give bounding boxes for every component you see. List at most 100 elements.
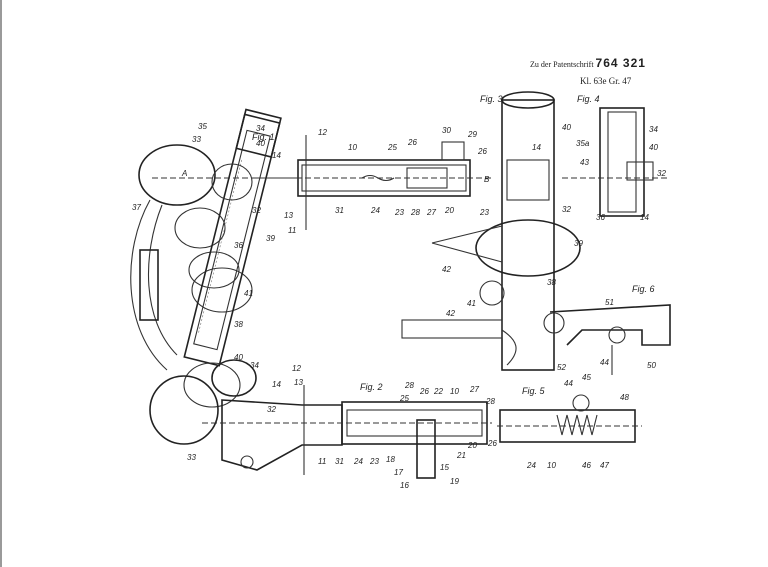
numeral: 50: [647, 361, 656, 370]
numeral: 14: [272, 151, 281, 160]
numeral: 40: [256, 139, 265, 148]
patent-class: Kl. 63e Gr. 47: [580, 76, 632, 86]
numeral: 45: [582, 373, 591, 382]
numeral: 34: [649, 125, 658, 134]
fig2-title: Fig. 2: [360, 382, 383, 392]
numeral: 25: [399, 394, 409, 403]
numeral: 32: [562, 205, 571, 214]
numeral: 38: [547, 278, 556, 287]
numeral: 41: [467, 299, 476, 308]
numeral: 47: [600, 461, 609, 470]
numeral: 32: [252, 206, 261, 215]
fig1-drawing: [130, 108, 492, 408]
numeral: 23: [394, 208, 404, 217]
numeral: 31: [335, 206, 344, 215]
numeral: 14: [272, 380, 281, 389]
numeral: 27: [426, 208, 436, 217]
numeral: 21: [456, 451, 466, 460]
fig2-drawing: [149, 359, 492, 479]
numeral: 28: [485, 397, 495, 406]
numeral: 36: [234, 241, 243, 250]
patent-header: Zu der Patentschrift 764 321: [530, 56, 646, 72]
numeral: 44: [600, 358, 609, 367]
numeral: 25: [387, 143, 397, 152]
numeral: 46: [582, 461, 591, 470]
numeral: 26: [419, 387, 429, 396]
numeral: 35a: [576, 139, 590, 148]
fig6-numerals: 51 44 50 52: [557, 298, 656, 372]
numeral: 35: [198, 122, 207, 131]
numeral: 29: [467, 130, 477, 139]
numeral: 34: [250, 361, 259, 370]
numeral: 16: [400, 481, 409, 490]
numeral: 13: [294, 378, 303, 387]
fig3-drawing: [401, 91, 581, 371]
fig5-numerals: 44 45 48 24 10 46 47: [526, 373, 629, 470]
numeral: 52: [557, 363, 566, 372]
fig3-title: Fig. 3: [480, 94, 503, 104]
numeral: 26: [477, 147, 487, 156]
numeral: 23: [369, 457, 379, 466]
numeral: 39: [574, 239, 583, 248]
numeral: 40: [562, 123, 571, 132]
numeral: 36: [596, 213, 605, 222]
numeral: 39: [266, 234, 275, 243]
numeral: 33: [187, 453, 196, 462]
section-mark-b: B: [484, 175, 490, 184]
numeral: 28: [410, 208, 420, 217]
fig4-drawing: [562, 107, 667, 217]
numeral: 14: [640, 213, 649, 222]
numeral: 14: [532, 143, 541, 152]
fig1-numerals: 35 34 33 14 40 12 10 25 26 30 29 26 37 3…: [132, 122, 489, 329]
numeral: 10: [450, 387, 459, 396]
numeral: 13: [284, 211, 293, 220]
numeral: 38: [234, 320, 243, 329]
numeral: 10: [348, 143, 357, 152]
numeral: 32: [267, 405, 276, 414]
numeral: 19: [450, 477, 459, 486]
numeral: 37: [132, 203, 141, 212]
numeral: 11: [288, 226, 296, 235]
numeral: 27: [469, 385, 479, 394]
fig6-drawing: [549, 304, 671, 375]
numeral: 33: [192, 135, 201, 144]
numeral: 23: [479, 208, 489, 217]
numeral: 42: [446, 309, 455, 318]
numeral: 10: [547, 461, 556, 470]
numeral: 44: [564, 379, 573, 388]
numeral: 12: [318, 128, 327, 137]
numeral: 41: [244, 289, 253, 298]
fig2-numerals: 40 34 12 13 14 32 33 11 31 24 23 18 17 1…: [187, 353, 497, 490]
numeral: 48: [620, 393, 629, 402]
fig5-drawing: [497, 394, 642, 443]
numeral: 20: [444, 206, 454, 215]
numeral: 43: [580, 158, 589, 167]
numeral: 28: [404, 381, 414, 390]
numeral: 20: [467, 441, 477, 450]
numeral: 24: [353, 457, 363, 466]
numeral: 18: [386, 455, 395, 464]
fig4-title: Fig. 4: [577, 94, 600, 104]
numeral: 22: [433, 387, 443, 396]
patent-number: 764 321: [595, 56, 646, 70]
fig1-title: Fig. 1: [252, 132, 275, 142]
fig3-numerals: 40 14 32 39 42 41 38 42: [442, 123, 583, 318]
numeral: 40: [234, 353, 243, 362]
fig4-numerals: 35a 34 43 40 32 36 14: [576, 125, 666, 222]
numeral: 26: [407, 138, 417, 147]
numeral: 12: [292, 364, 301, 373]
numeral: 30: [442, 126, 451, 135]
numeral: 15: [440, 463, 449, 472]
numeral: 26: [487, 439, 497, 448]
numeral: 34: [256, 124, 265, 133]
fig6-title: Fig. 6: [632, 284, 655, 294]
numeral: 51: [605, 298, 614, 307]
header-prefix: Zu der Patentschrift: [530, 60, 594, 69]
numeral: 40: [649, 143, 658, 152]
section-mark-a: A: [181, 169, 187, 178]
fig5-title: Fig. 5: [522, 386, 546, 396]
numeral: 17: [394, 468, 403, 477]
numeral: 32: [657, 169, 666, 178]
